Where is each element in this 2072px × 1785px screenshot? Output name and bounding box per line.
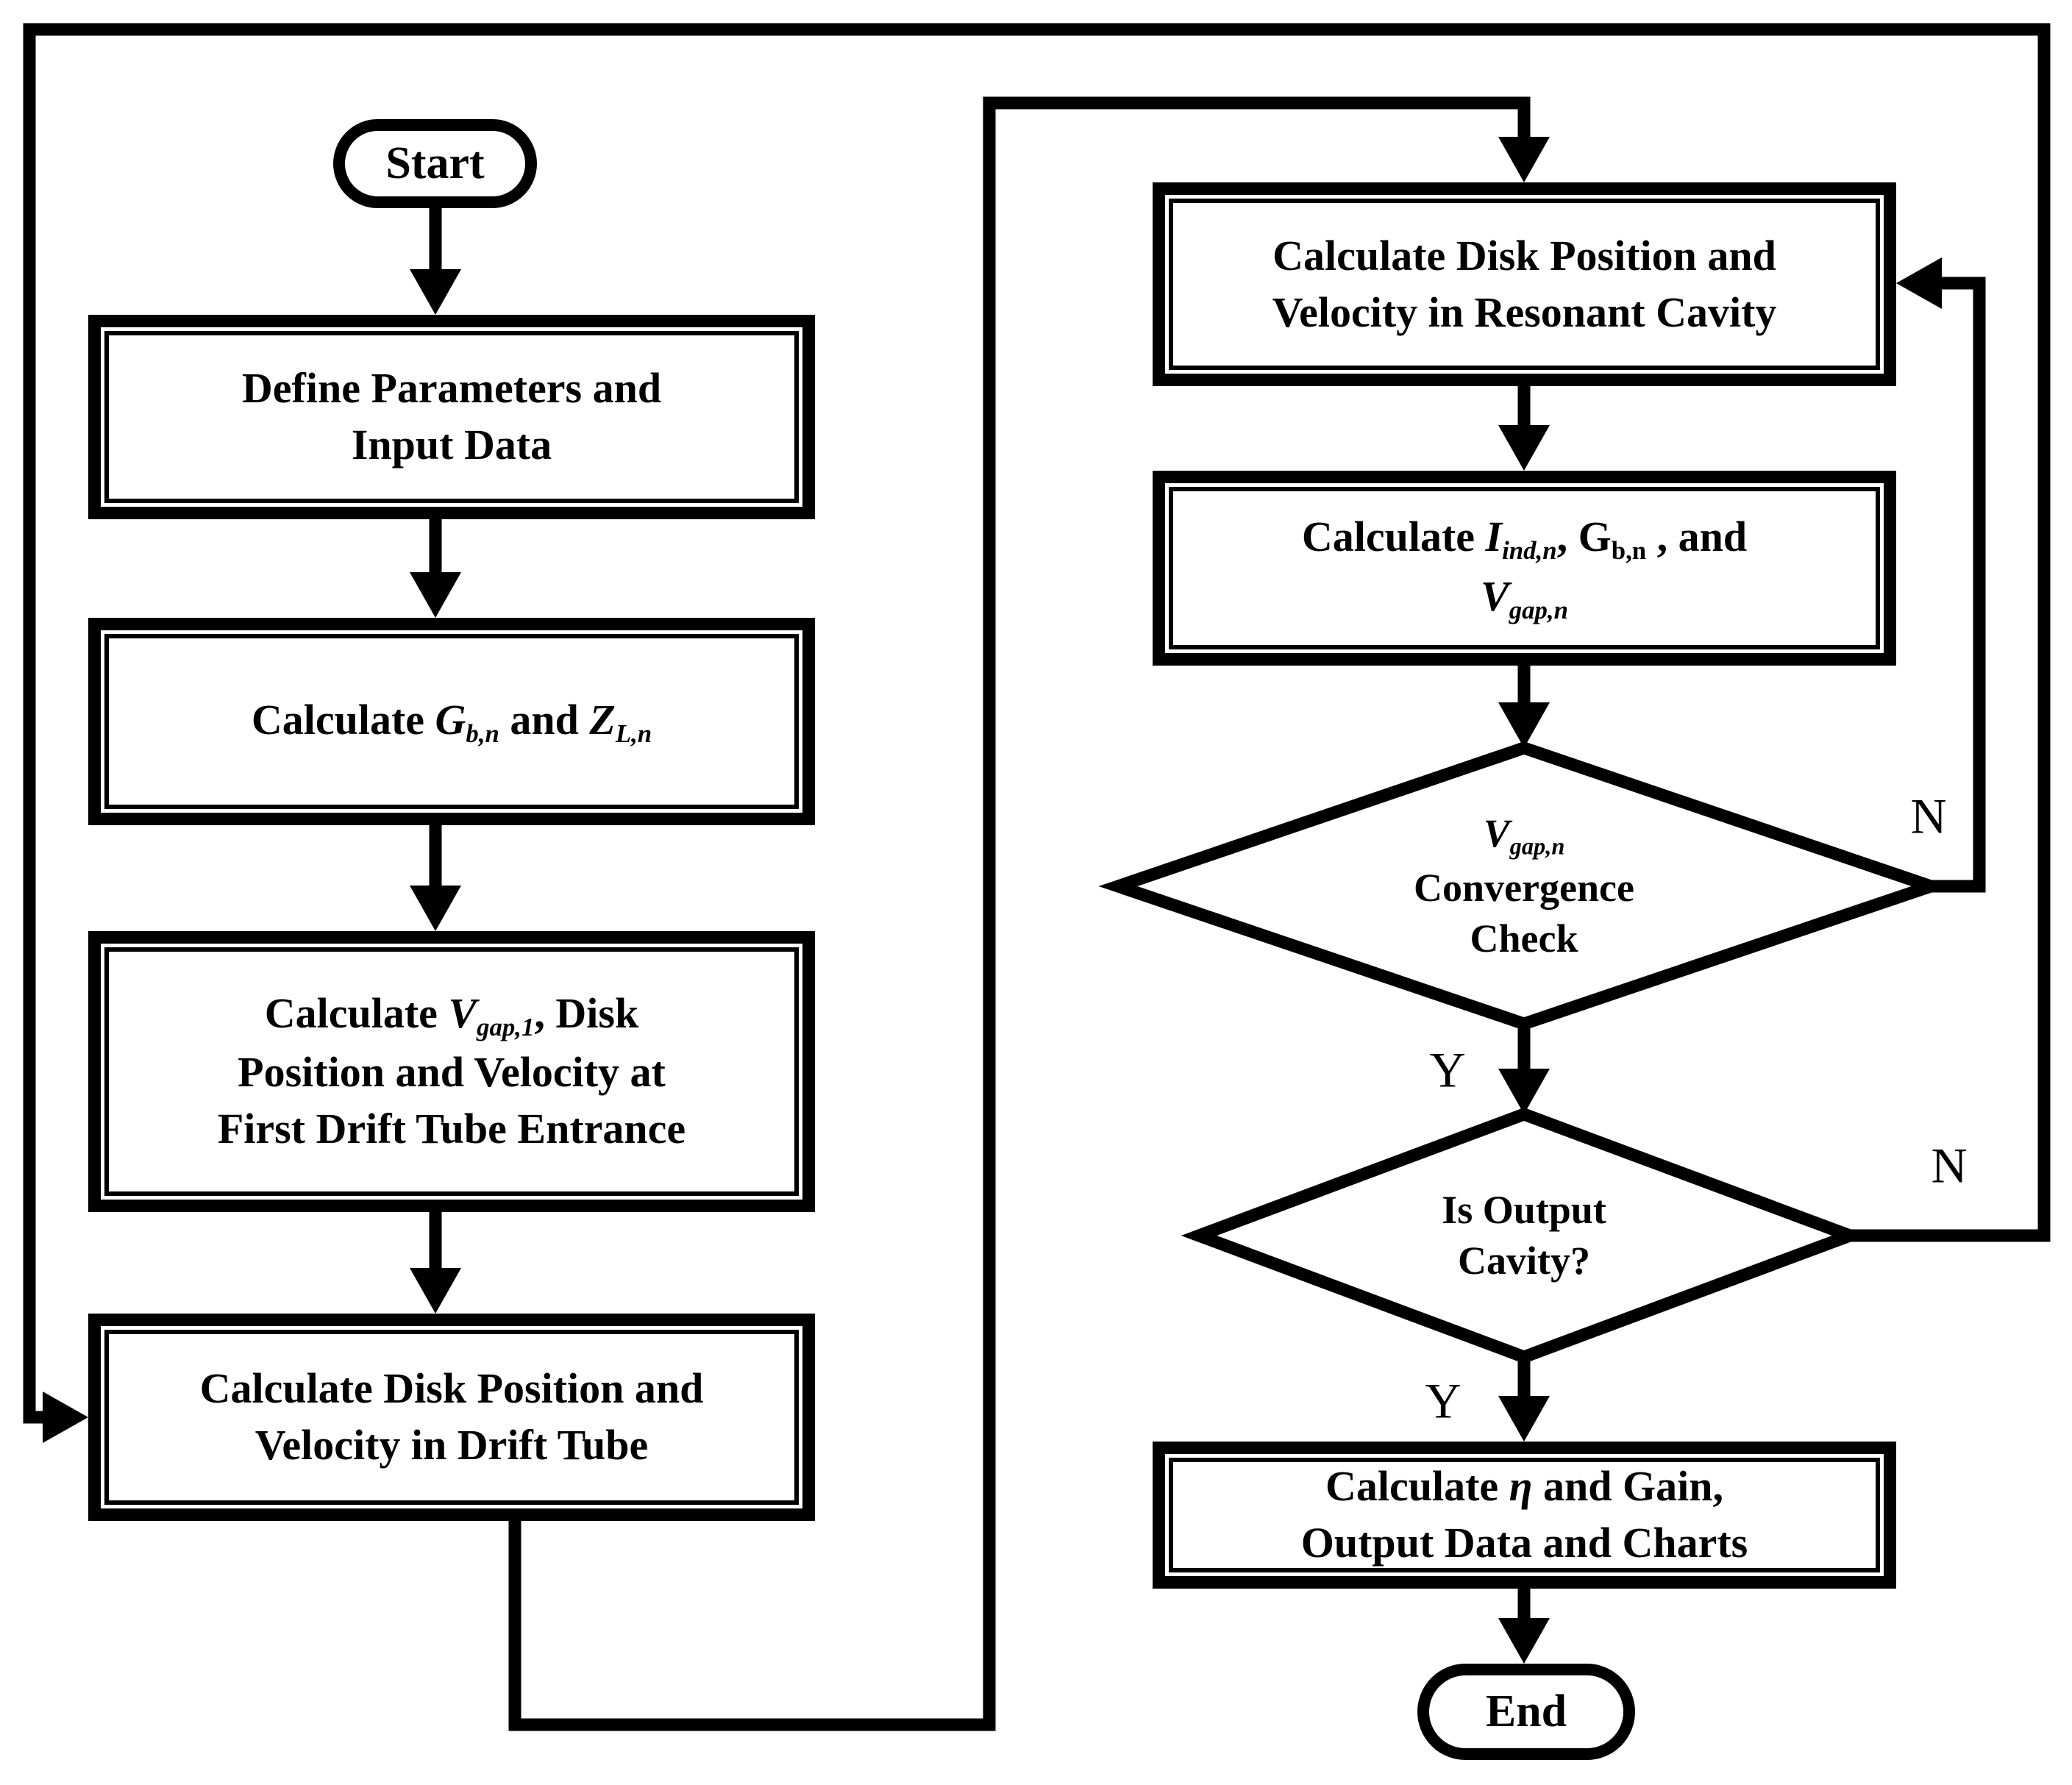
process-calc-drift-tube-text-segment: Velocity in Drift Tube	[254, 1421, 649, 1469]
edge-vgap1-drift-arrowhead-icon	[410, 1268, 461, 1314]
process-define-parameters-text-line: Input Data	[352, 417, 552, 474]
decision-vgap-convergence-text-segment: Check	[1470, 916, 1578, 961]
terminator-end: End	[1417, 1664, 1635, 1760]
process-calc-iind-gb-vgap-text-line: Calculate Iind,n, Gb,n , and	[1302, 509, 1747, 568]
decision-is-output-cavity-text-segment: Cavity?	[1458, 1239, 1590, 1283]
edge-outputcavity-no-loop-arrowhead-icon	[43, 1392, 88, 1443]
process-calc-eta-gain-output-text-segment: η	[1509, 1462, 1533, 1511]
decision-vgap-convergence-text-line: Convergence	[1414, 863, 1634, 913]
process-calc-resonant-cavity-text-line: Calculate Disk Position and	[1272, 228, 1776, 285]
edge-eta-end-arrowhead-icon	[1498, 1618, 1550, 1664]
process-calc-vgap1-entrance-text-segment: Position and Velocity at	[238, 1048, 666, 1097]
process-calc-drift-tube-text-line: Velocity in Drift Tube	[255, 1417, 648, 1474]
process-calc-vgap1-entrance-text-line: First Drift Tube Entrance	[218, 1101, 686, 1158]
decision-vgap-convergence-text-line: Check	[1470, 913, 1578, 964]
process-calc-iind-gb-vgap-text-segment: V	[1481, 571, 1509, 620]
process-calc-eta-gain-output: Calculate η and Gain,Output Data and Cha…	[1169, 1458, 1880, 1572]
process-calc-vgap1-entrance-text-segment: Calculate	[264, 989, 449, 1038]
process-calc-eta-gain-output-text-segment: Calculate	[1325, 1462, 1509, 1511]
edge-outputcavity-yes-arrowhead-icon	[1498, 1396, 1550, 1442]
decision-is-output-cavity-text-segment: Is Output	[1442, 1187, 1606, 1232]
decision-vgap-convergence-text-segment: gap,n	[1509, 833, 1565, 861]
process-calc-iind-gb-vgap-text-segment: Calculate	[1301, 513, 1486, 561]
process-calc-vgap1-entrance-text-segment: V	[448, 989, 477, 1038]
process-calc-iind-gb-vgap-text-segment: , and	[1646, 513, 1748, 561]
process-calc-gb-zl-text-segment: Z	[589, 695, 616, 744]
edge-start-define-arrowhead-icon	[410, 269, 461, 315]
process-calc-iind-gb-vgap-text-segment: gap,n	[1509, 595, 1568, 624]
process-calc-vgap1-entrance-text-line: Calculate Vgap,1, Disk	[265, 986, 638, 1044]
process-calc-iind-gb-vgap-text-line: Vgap,n	[1481, 569, 1568, 627]
process-calc-eta-gain-output-text-line: Output Data and Charts	[1301, 1515, 1748, 1572]
decision-vgap-convergence-text-segment: Convergence	[1414, 865, 1634, 910]
process-calc-iind-gb-vgap-text-segment: b,n	[1611, 536, 1647, 566]
process-calc-eta-gain-output-text-segment: Output Data and Charts	[1300, 1519, 1748, 1567]
edge-outputcavity-no-loop	[23, 23, 2051, 1424]
edge-iind-convergence-arrowhead-icon	[1498, 702, 1550, 748]
process-calc-drift-tube-text-segment: Calculate Disk Position and	[199, 1364, 704, 1413]
process-calc-eta-gain-output-text-segment: and Gain,	[1532, 1462, 1723, 1511]
terminator-start: Start	[333, 119, 537, 208]
terminator-end-text-segment: End	[1485, 1686, 1567, 1736]
decision-vgap-convergence-shape	[1098, 741, 1951, 1030]
process-calc-iind-gb-vgap-text-segment: ind,n	[1502, 536, 1557, 566]
process-define-parameters-text-segment: Define Parameters and	[241, 364, 662, 413]
edge-convergence-no-loop-arrowhead-icon	[1896, 257, 1942, 309]
edge-outputcavity-no-loop-label: N	[1931, 1137, 1968, 1194]
edge-convergence-yes-label: Y	[1429, 1041, 1466, 1098]
edge-resonant-iind-arrowhead-icon	[1498, 425, 1550, 471]
terminator-start-text-line: Start	[385, 138, 484, 190]
process-calc-gb-zl-text-line: Calculate Gb,n and ZL,n	[252, 692, 652, 751]
process-calc-gb-zl-text-segment: and	[499, 695, 590, 744]
process-calc-resonant-cavity-text-line: Velocity in Resonant Cavity	[1272, 285, 1777, 341]
process-calc-gb-zl-text-segment: G	[435, 695, 466, 744]
decision-is-output-cavity-text-line: Cavity?	[1458, 1236, 1590, 1286]
process-define-parameters-text-line: Define Parameters and	[242, 360, 661, 417]
edge-drift-resonant	[508, 96, 1531, 1731]
decision-vgap-convergence-text-segment: V	[1483, 810, 1510, 855]
edge-convergence-yes-arrowhead-icon	[1498, 1069, 1550, 1114]
process-calc-iind-gb-vgap-text-segment: , G	[1556, 513, 1612, 561]
process-calc-iind-gb-vgap-text-segment: I	[1485, 513, 1503, 561]
process-calc-gb-zl-text-segment: Calculate	[251, 695, 435, 744]
process-define-parameters-text-segment: Input Data	[351, 421, 552, 468]
process-calc-vgap1-entrance-text-segment: First Drift Tube Entrance	[217, 1105, 686, 1153]
process-calc-eta-gain-output-text-line: Calculate η and Gain,	[1325, 1458, 1723, 1515]
process-calc-resonant-cavity-text-segment: Velocity in Resonant Cavity	[1272, 288, 1777, 336]
edge-convergence-no-loop-label: N	[1910, 788, 1947, 844]
process-calc-gb-zl-text-segment: L,n	[615, 719, 652, 749]
process-calc-gb-zl-text-segment: b,n	[466, 719, 499, 749]
edge-calcgz-vgap1-arrowhead-icon	[410, 886, 461, 931]
edge-drift-resonant-arrowhead-icon	[1498, 137, 1550, 182]
edge-convergence-no-loop	[1931, 277, 1986, 893]
process-calc-vgap1-entrance-text-line: Position and Velocity at	[238, 1044, 666, 1101]
process-calc-resonant-cavity-text-segment: Calculate Disk Position and	[1272, 231, 1776, 279]
decision-is-output-cavity-text-line: Is Output	[1442, 1185, 1606, 1236]
process-calc-gb-zl: Calculate Gb,n and ZL,n	[104, 634, 799, 809]
process-calc-vgap1-entrance-text-segment: , Disk	[534, 989, 639, 1038]
process-calc-vgap1-entrance-text-segment: gap,1	[477, 1013, 535, 1042]
process-calc-drift-tube-text-line: Calculate Disk Position and	[200, 1361, 704, 1417]
decision-is-output-cavity-shape	[1181, 1107, 1868, 1364]
decision-vgap-convergence-text-line: Vgap,n	[1484, 808, 1565, 863]
terminator-end-text-line: End	[1486, 1686, 1567, 1738]
edge-define-calcgz-arrowhead-icon	[410, 572, 461, 618]
terminator-start-text-segment: Start	[385, 138, 485, 188]
edge-outputcavity-yes-label: Y	[1425, 1372, 1462, 1429]
